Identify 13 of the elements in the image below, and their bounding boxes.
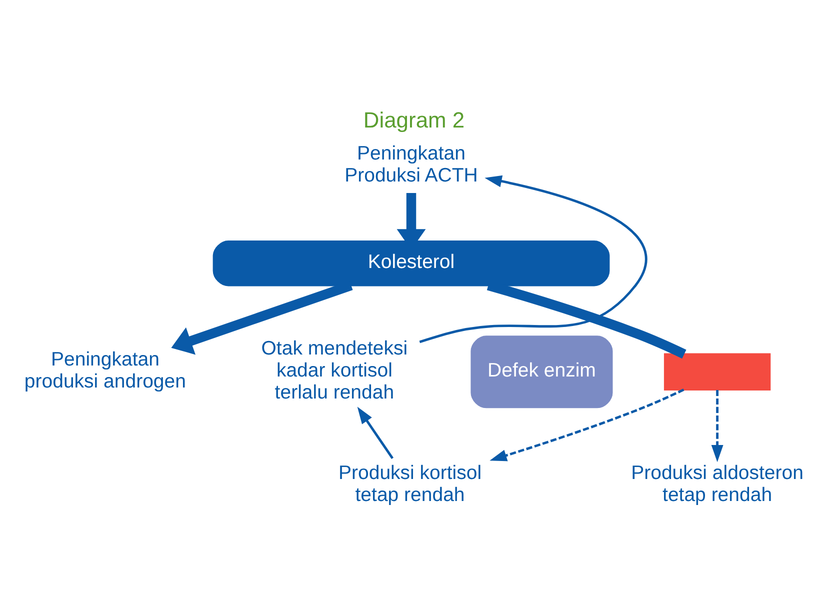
arrow <box>357 406 394 459</box>
node-text: Peningkatan produksi androgen <box>24 348 186 392</box>
node-bar <box>664 352 771 390</box>
arrow <box>711 389 724 462</box>
node-box: Kolesterol <box>212 240 610 286</box>
arrow <box>490 388 684 461</box>
node-text: Otak mendeteksi kadar kortisol terlalu rendah <box>261 337 408 403</box>
arrow <box>419 174 648 343</box>
diagram-title: Diagram 2 <box>363 106 465 132</box>
node-box: Defek enzim <box>470 335 613 408</box>
node-text: Produksi kortisol tetap rendah <box>338 461 482 506</box>
node-text: Produksi aldosteron tetap rendah <box>631 461 804 506</box>
node-text: Peningkatan Produksi ACTH <box>344 142 478 186</box>
